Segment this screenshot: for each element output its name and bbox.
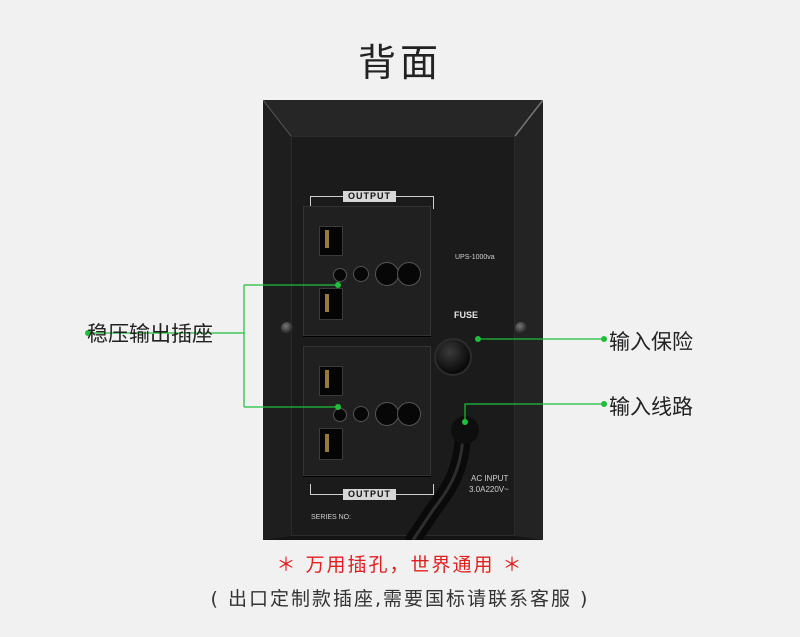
screw-right [515, 322, 527, 334]
output-label-bottom: OUTPUT [343, 489, 396, 500]
socket-slot-bottom [319, 428, 343, 460]
caption-export-note: ( 出口定制款插座,需要国标请联系客服 ) [210, 588, 590, 610]
output-socket-1 [303, 206, 431, 336]
annotation-dot [85, 330, 91, 336]
socket-pin [325, 230, 329, 248]
socket-round-hole [353, 266, 369, 282]
socket-round-hole [397, 402, 421, 426]
power-cord [405, 416, 479, 540]
page-title: 背面 [357, 41, 442, 85]
annotation-input-fuse: 输入保险 [609, 330, 693, 354]
socket-pin [325, 294, 329, 312]
screw-left [281, 322, 293, 334]
series-label: SERIES NO: [311, 514, 352, 521]
caption-universal-sockets: ＊ 万用插孔，世界通用 ＊ [276, 554, 524, 576]
annotation-dot [335, 404, 341, 410]
socket-round-hole [397, 262, 421, 286]
annotation-dot [601, 401, 607, 407]
socket-slot-top [319, 226, 343, 256]
annotation-output-sockets: 稳压输出插座 [87, 322, 213, 346]
annotation-dot [462, 419, 468, 425]
fuse-label: FUSE [454, 310, 479, 320]
annotation-dot [475, 336, 481, 342]
annotation-dot [335, 282, 341, 288]
annotation-input-line: 输入线路 [609, 395, 693, 419]
model-text: UPS-1000va [455, 254, 495, 261]
ups-bevel-frame [263, 100, 543, 540]
socket-slot-top [319, 366, 343, 396]
output-label-top: OUTPUT [343, 191, 396, 202]
ac-input-line2: 3.0A220V~ [469, 485, 509, 494]
socket-round-hole [353, 406, 369, 422]
socket-pin [325, 434, 329, 452]
socket-round-hole [333, 268, 347, 282]
ups-rear-panel: OUTPUT OUTPUT SERIES NO: UPS-1000va FUSE… [263, 100, 543, 540]
annotation-dot [601, 336, 607, 342]
socket-slot-bottom [319, 288, 343, 320]
socket-pin [325, 370, 329, 388]
fuse-holder [434, 338, 472, 376]
output-socket-2 [303, 346, 431, 476]
ac-input-line1: AC INPUT [471, 474, 509, 483]
